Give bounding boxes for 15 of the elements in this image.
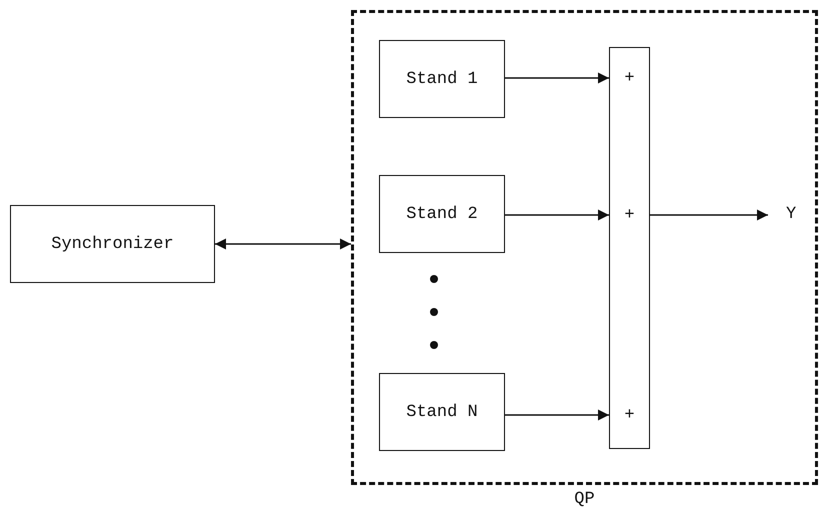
summing-bar (609, 47, 650, 449)
arrow (505, 410, 609, 420)
group-label: QP (574, 490, 595, 509)
sign-label: + (623, 206, 636, 226)
process-box: Stand 1 (379, 40, 505, 118)
output-label: Y (768, 204, 802, 226)
arrow (215, 238, 351, 250)
arrow (505, 210, 609, 220)
arrow (505, 72, 609, 84)
process-box: Synchronizer (10, 205, 215, 283)
process-box: Stand N (379, 373, 505, 451)
arrow (650, 210, 768, 220)
sign-label: + (623, 69, 636, 89)
process-box: Stand 2 (379, 175, 505, 253)
sign-label: + (623, 406, 636, 426)
